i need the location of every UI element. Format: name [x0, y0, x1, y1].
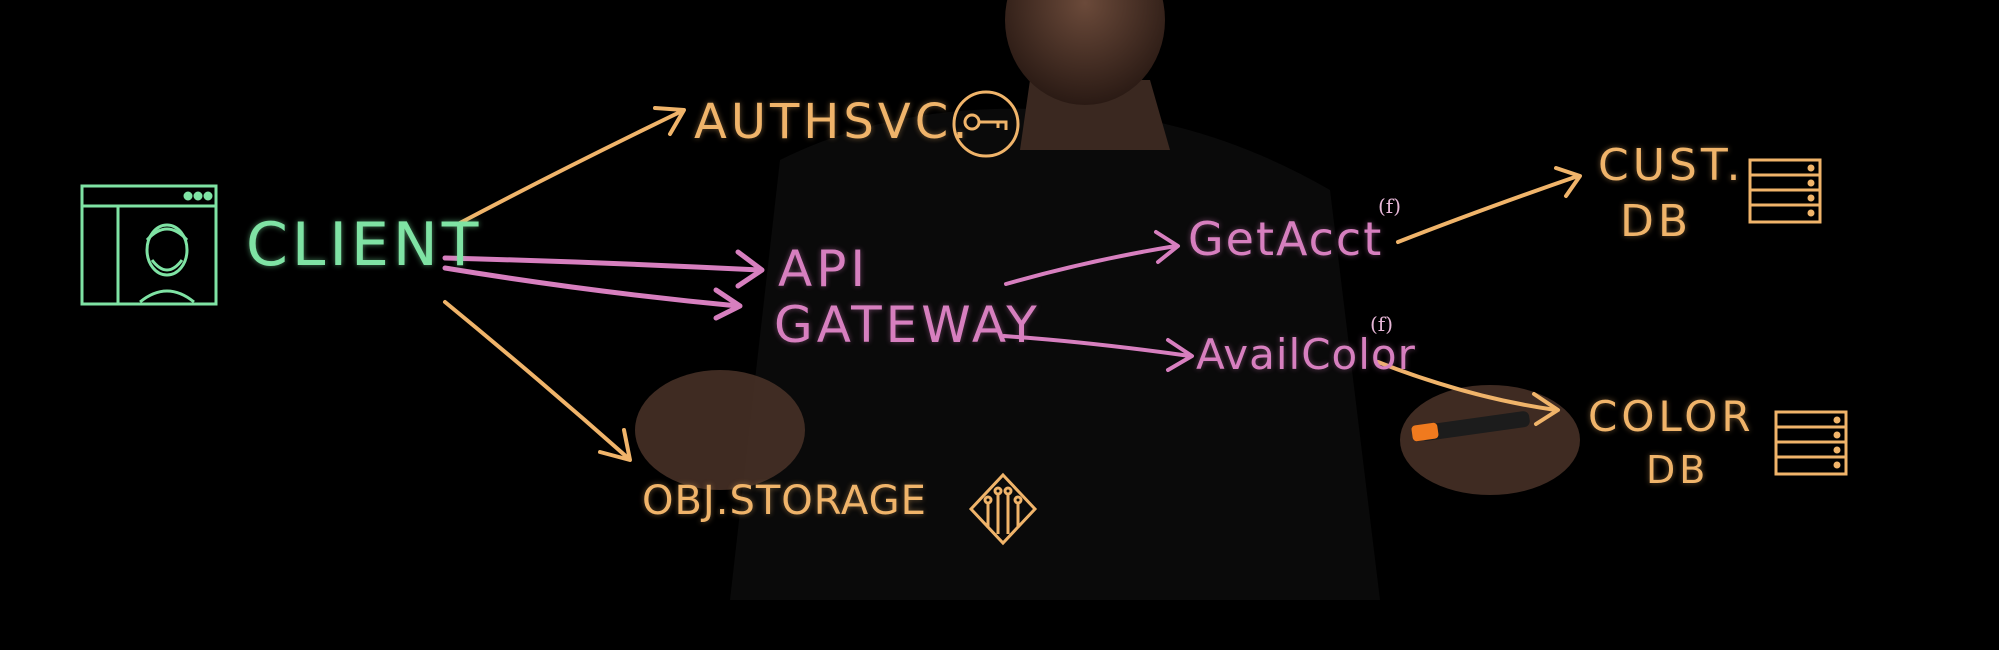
- arrow-availcolor-to-colordb: [1376, 360, 1560, 426]
- arrow-getacct-to-custdb: [1396, 166, 1582, 244]
- browser-window-user-icon: [80, 184, 218, 306]
- api-gateway-label-line2: GATEWAY: [774, 296, 1041, 354]
- color-db-label-line1: COLOR: [1588, 392, 1755, 441]
- get-acct-label: GetAcct: [1188, 212, 1384, 266]
- database-icon: [1774, 410, 1848, 476]
- arrow-client-to-storage: [443, 300, 632, 462]
- object-storage-icon: [968, 472, 1038, 546]
- cust-db-label-line2: DB: [1620, 196, 1693, 247]
- key-icon: [952, 90, 1020, 158]
- arrow-client-to-gateway-top: [442, 249, 765, 289]
- arrow-gateway-to-getacct: [1004, 230, 1180, 286]
- color-db-label-line2: DB: [1646, 448, 1710, 492]
- database-icon: [1748, 158, 1822, 224]
- function-marker-availcolor: (f): [1370, 312, 1394, 336]
- arrow-client-to-auth: [456, 106, 686, 226]
- api-gateway-label-line1: API: [778, 240, 870, 298]
- client-label: CLIENT: [246, 210, 483, 280]
- cust-db-label-line1: CUST.: [1598, 140, 1745, 191]
- avail-color-label: AvailColor: [1196, 330, 1416, 379]
- arrow-gateway-to-availcolor: [1002, 334, 1194, 372]
- function-marker-getacct: (f): [1378, 194, 1402, 218]
- object-storage-label: OBJ.STORAGE: [642, 478, 927, 524]
- arrow-client-to-gateway-bottom: [442, 265, 743, 321]
- auth-service-label: AUTHSVC.: [694, 94, 972, 150]
